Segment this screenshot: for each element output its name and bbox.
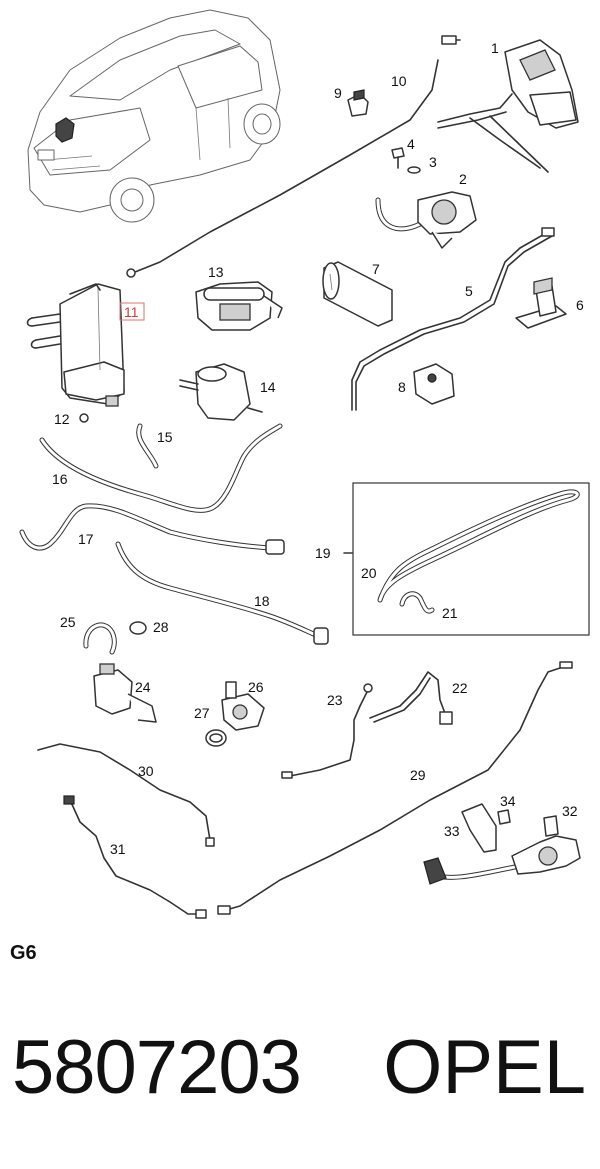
callout-28: 28	[153, 619, 169, 635]
part-3	[407, 166, 421, 174]
callout-12: 12	[54, 411, 70, 427]
part-27	[205, 729, 227, 747]
part-13	[195, 281, 283, 331]
part-24	[93, 663, 157, 723]
part-number: 5807203	[12, 1025, 302, 1110]
callout-9: 9	[334, 85, 342, 101]
callout-7: 7	[372, 261, 380, 277]
part-12	[79, 413, 89, 423]
callout-8: 8	[398, 379, 406, 395]
view-code: G6	[10, 942, 37, 964]
callout-24: 24	[135, 679, 151, 695]
callout-4: 4	[407, 136, 415, 152]
parts-diagram: 1 2 3 4 5 6 7 8 9 10 11 12 13 14 15 16 1…	[19, 9, 590, 919]
part-18	[115, 541, 329, 645]
callout-22: 22	[452, 680, 468, 696]
part-32	[423, 815, 581, 885]
callout-5: 5	[465, 283, 473, 299]
callout-32: 32	[562, 803, 578, 819]
callout-3: 3	[429, 154, 437, 170]
part-1	[437, 35, 579, 173]
callout-19: 19	[315, 545, 331, 561]
car-illustration	[27, 9, 281, 223]
callout-26: 26	[248, 679, 264, 695]
callout-16: 16	[52, 471, 68, 487]
callout-2: 2	[459, 171, 467, 187]
callout-11-highlight	[119, 302, 145, 321]
callout-18: 18	[254, 593, 270, 609]
part-16	[39, 423, 283, 513]
callout-15: 15	[157, 429, 173, 445]
part-25	[83, 622, 117, 655]
part-8	[413, 363, 455, 405]
callout-13: 13	[208, 264, 224, 280]
part-34	[497, 809, 511, 825]
part-4	[391, 147, 405, 169]
callout-6: 6	[576, 297, 584, 313]
callout-labels: 1 2 3 4 5 6 7 8 9 10 11 12 13 14 15 16 1…	[52, 40, 584, 857]
part-28	[129, 621, 147, 635]
callout-10: 10	[391, 73, 407, 89]
part-26	[221, 681, 265, 731]
part-33	[461, 803, 497, 853]
part-29	[217, 661, 573, 915]
callout-21: 21	[442, 605, 458, 621]
part-11	[26, 283, 125, 407]
part-6	[515, 277, 567, 329]
part-17	[19, 503, 285, 555]
part-2	[375, 191, 477, 249]
part-5	[351, 227, 555, 411]
brand-name: OPEL	[383, 1025, 586, 1110]
callout-30: 30	[138, 763, 154, 779]
part-30	[37, 743, 215, 847]
group-19	[343, 482, 590, 636]
callout-27: 27	[194, 705, 210, 721]
callout-14: 14	[260, 379, 276, 395]
callout-25: 25	[60, 614, 76, 630]
part-7	[322, 261, 393, 327]
part-14	[179, 363, 263, 421]
callout-33: 33	[444, 823, 460, 839]
callout-1: 1	[491, 40, 499, 56]
callout-11: 11	[124, 304, 139, 320]
callout-31: 31	[110, 841, 126, 857]
callout-17: 17	[78, 531, 94, 547]
callout-23: 23	[327, 692, 343, 708]
part-31	[63, 795, 207, 919]
part-23	[281, 683, 373, 779]
part-22	[369, 671, 453, 725]
part-9	[347, 89, 369, 117]
callout-29: 29	[410, 767, 426, 783]
part-10	[126, 59, 439, 278]
callout-20: 20	[361, 565, 377, 581]
callout-34: 34	[500, 793, 516, 809]
part-15	[136, 423, 159, 469]
